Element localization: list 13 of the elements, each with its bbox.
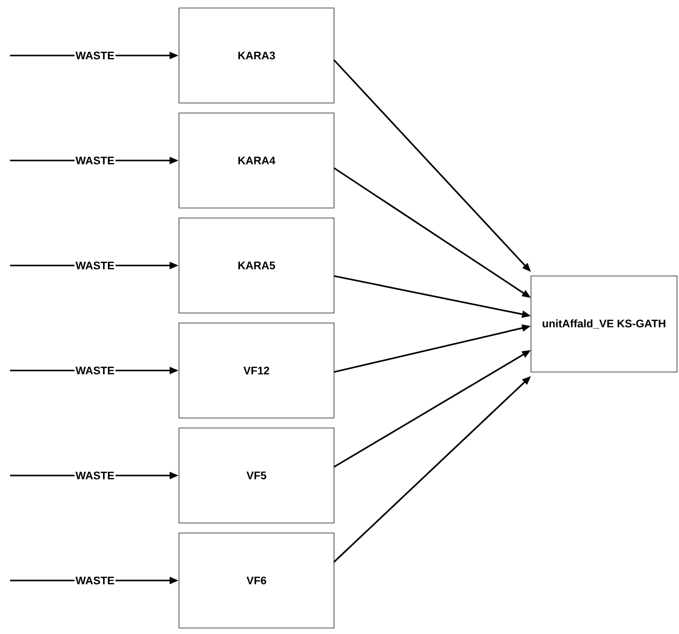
edge-label: WASTE	[74, 470, 116, 480]
process-box: VF12	[178, 322, 334, 418]
edge-label: WASTE	[74, 50, 116, 60]
edge-label: WASTE	[74, 260, 116, 270]
process-box: unitAffald_VE KS-GATH	[530, 276, 678, 372]
process-box: VF5	[178, 428, 334, 524]
edge-label: WASTE	[74, 576, 116, 586]
process-box: KARA3	[178, 8, 334, 104]
edge-label: WASTE	[74, 366, 116, 376]
process-box: VF6	[178, 532, 334, 628]
process-box: KARA4	[178, 112, 334, 208]
edge-label: WASTE	[74, 156, 116, 166]
process-box: KARA5	[178, 218, 334, 314]
